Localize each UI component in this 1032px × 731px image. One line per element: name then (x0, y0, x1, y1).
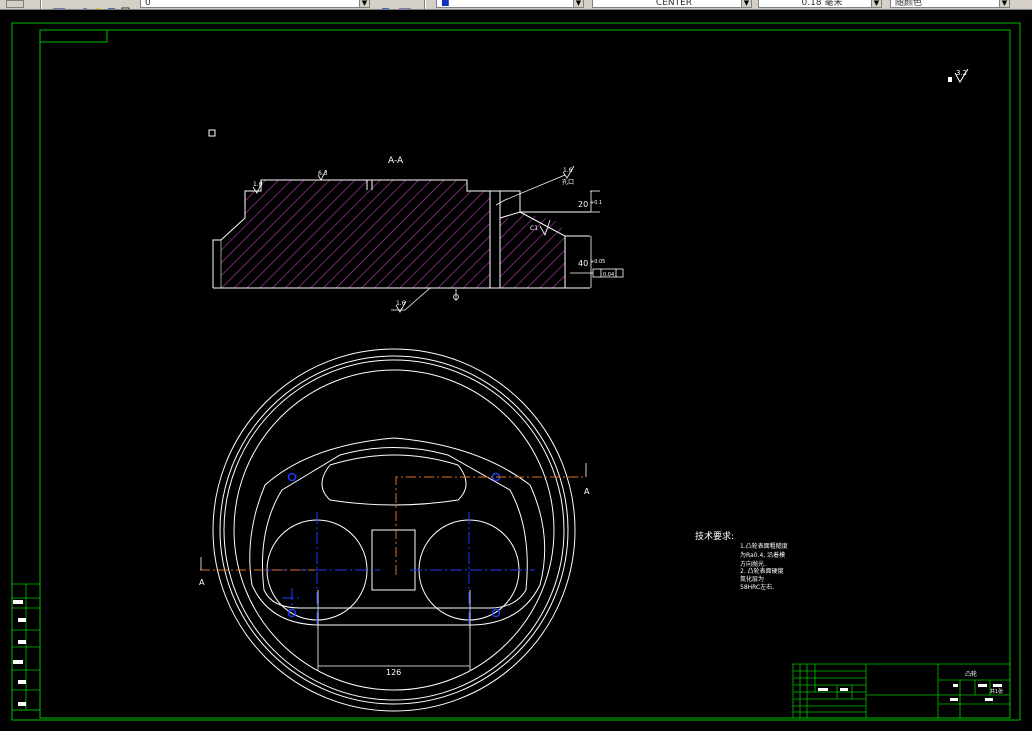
general-roughness-symbol (948, 68, 969, 83)
layer-manager-icon[interactable] (50, 0, 68, 9)
tolerance-frame-value: 0.04 (603, 272, 614, 278)
lineweight-combo[interactable]: 0.18 毫米 ▼ (758, 0, 882, 8)
hole-note: 孔口 (562, 178, 574, 186)
dim-126: 126 (386, 668, 401, 677)
plan-view (212, 348, 576, 712)
dim-chamfer: C1 (530, 225, 538, 232)
chevron-down-icon[interactable]: ▼ (871, 0, 881, 7)
roughness-hole: 1.6 (563, 167, 573, 174)
linetype-combo-value: CENTER (655, 0, 693, 8)
drawing-canvas[interactable]: 3.2 A-A 20 +0.1 40 +0.05 (0, 9, 1032, 731)
chevron-down-icon[interactable]: ▼ (999, 0, 1009, 7)
cutting-plane-line (200, 476, 585, 575)
dim-40-tolerance: +0.05 (590, 259, 605, 265)
chevron-down-icon[interactable]: ▼ (741, 0, 751, 7)
dim-20: 20 (578, 200, 588, 209)
ucs-marker (208, 129, 216, 137)
side-table (11, 583, 41, 711)
title-block-marks (818, 684, 1002, 701)
tech-notes-title: 技术要求: (695, 530, 734, 542)
roughness-bottom: 1.6 (396, 300, 406, 307)
tech-note-line: 2. 凸轮表面硬度 (740, 567, 784, 575)
cut-label-right: A (584, 487, 590, 496)
layer-previous-icon[interactable] (396, 0, 414, 9)
plotstyle-combo[interactable]: 随颜色 ▼ (890, 0, 1010, 8)
tech-note-line: 58HRC左右. (740, 583, 774, 591)
side-table-marks (13, 600, 26, 706)
section-view (212, 165, 624, 313)
roughness-left: 1.6 (253, 181, 263, 188)
chevron-down-icon[interactable]: ▼ (573, 0, 583, 7)
tech-note-line: 1.凸轮表面粗糙度 (740, 542, 788, 550)
color-combo[interactable]: ■▼ (436, 0, 584, 8)
bolt-holes (287, 472, 501, 618)
chevron-down-icon[interactable]: ▼ (359, 0, 369, 7)
tech-note-line: 方向抛光. (740, 560, 766, 568)
color-swatch: ■ (441, 0, 450, 8)
tech-note-line: 为Ra0.4, 沿着模 (740, 551, 785, 559)
plotstyle-combo-value: 随颜色 (895, 0, 923, 8)
linetype-combo[interactable]: CENTER ▼ (592, 0, 752, 8)
make-current-layer-icon[interactable] (374, 0, 392, 9)
dim-20-tolerance: +0.1 (590, 200, 602, 206)
dim-40: 40 (578, 259, 588, 268)
title-block (792, 663, 1011, 719)
layer-combo[interactable]: 0▼ (140, 0, 370, 8)
roughness-top: 6.3 (318, 170, 328, 177)
cut-label-left: A (199, 578, 205, 587)
drawing-frame (11, 22, 1021, 721)
tech-note-line: 氮化层为 (740, 575, 764, 583)
toolbar-button-left[interactable] (6, 0, 24, 8)
general-roughness-value: 3.2 (956, 69, 967, 77)
title-block-sheet: 共1张 (990, 688, 1003, 695)
layer-combo-value: 0 (145, 0, 151, 8)
tech-notes: 技术要求: 1.凸轮表面粗糙度 为Ra0.4, 沿着模 方向抛光. 2. 凸轮表… (695, 530, 788, 591)
standard-toolbar: 0▼ ■▼ CENTER▼ 0.18 毫米▼ 随颜色▼ (0, 0, 1032, 10)
layer-state-icons[interactable] (80, 0, 135, 9)
title-block-name: 凸轮 (965, 670, 977, 678)
section-label: A-A (388, 156, 404, 166)
toolbar-separator (424, 0, 426, 9)
cut-arrows (200, 463, 587, 570)
toolbar-separator (40, 0, 42, 9)
lineweight-combo-value: 0.18 毫米 (801, 0, 843, 8)
